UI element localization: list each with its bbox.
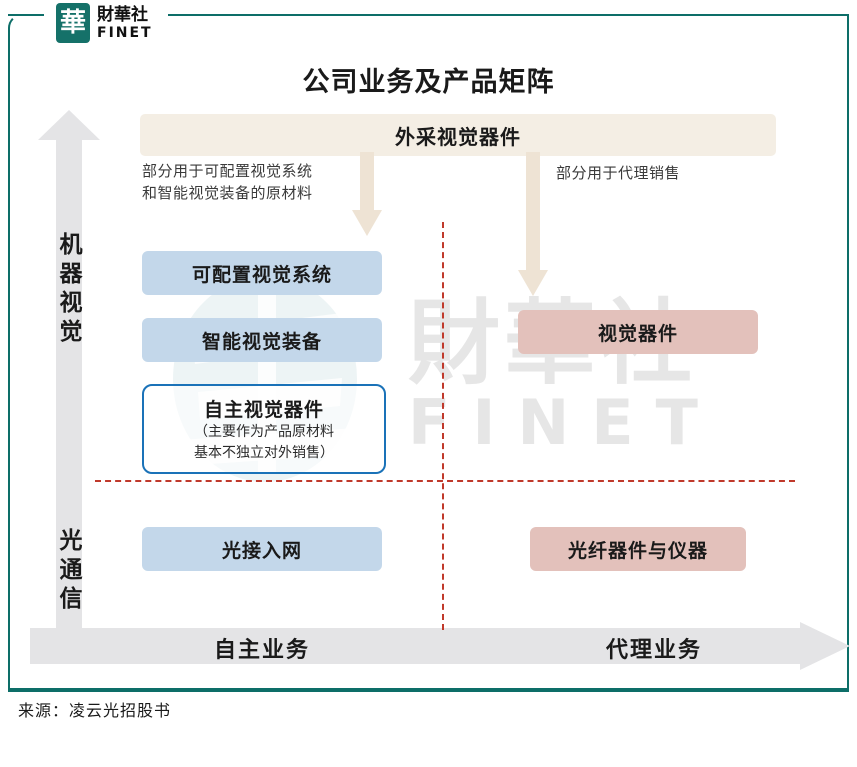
frame-top-left-rule	[8, 14, 44, 16]
horizontal-axis-arrow	[30, 622, 850, 670]
divider-vertical	[442, 222, 444, 630]
divider-horizontal	[95, 480, 795, 482]
axis-label-agency-business: 代理业务	[606, 637, 703, 662]
box-vision-parts: 视觉器件	[518, 310, 758, 354]
note-self-business: 部分用于可配置视觉系统 和智能视觉装备的原材料	[142, 162, 362, 206]
note-agency-business: 部分用于代理销售	[556, 166, 681, 182]
axis-label-self-business: 自主业务	[214, 637, 311, 662]
box-self-developed-vision-parts-sub1: （主要作为产品原材料	[194, 425, 334, 441]
box-self-developed-vision-parts-sub2: 基本不独立对外销售）	[194, 445, 334, 461]
footer-rule	[8, 690, 849, 692]
note-self-business-line1: 部分用于可配置视觉系统	[142, 164, 313, 180]
axis-label-optical-comm: 光通信	[56, 528, 81, 615]
vertical-axis-arrow	[38, 110, 100, 655]
frame-top-right-rule	[168, 14, 849, 16]
box-self-developed-vision-parts-title: 自主视觉器件	[203, 400, 324, 422]
brand-wordmark: 財華社 FINET	[97, 4, 153, 41]
box-smart-vision-equipment: 智能视觉装备	[142, 318, 382, 362]
box-configurable-vision-system: 可配置视觉系统	[142, 251, 382, 295]
box-self-developed-vision-parts: 自主视觉器件 （主要作为产品原材料 基本不独立对外销售）	[142, 384, 386, 474]
box-fiber-devices-instruments: 光纤器件与仪器	[530, 527, 746, 571]
axis-label-machine-vision: 机器视觉	[56, 232, 81, 348]
page-title: 公司业务及产品矩阵	[302, 67, 555, 97]
brand-name-en: FINET	[97, 24, 153, 41]
source-node-external-vision-parts: 外采视觉器件	[140, 114, 776, 156]
finet-seal-icon: 華	[56, 3, 90, 43]
flow-arrow-to-self-business-icon	[352, 152, 382, 236]
flow-arrow-to-agency-business-icon	[518, 152, 548, 296]
box-optical-access-network: 光接入网	[142, 527, 382, 571]
brand-name-cn: 財華社	[97, 4, 148, 25]
source-caption: 来源：凌云光招股书	[18, 701, 172, 720]
watermark-text-en: FINET	[408, 386, 720, 459]
brand-header: 華 財華社 FINET	[50, 2, 159, 44]
note-self-business-line2: 和智能视觉装备的原材料	[142, 185, 313, 202]
